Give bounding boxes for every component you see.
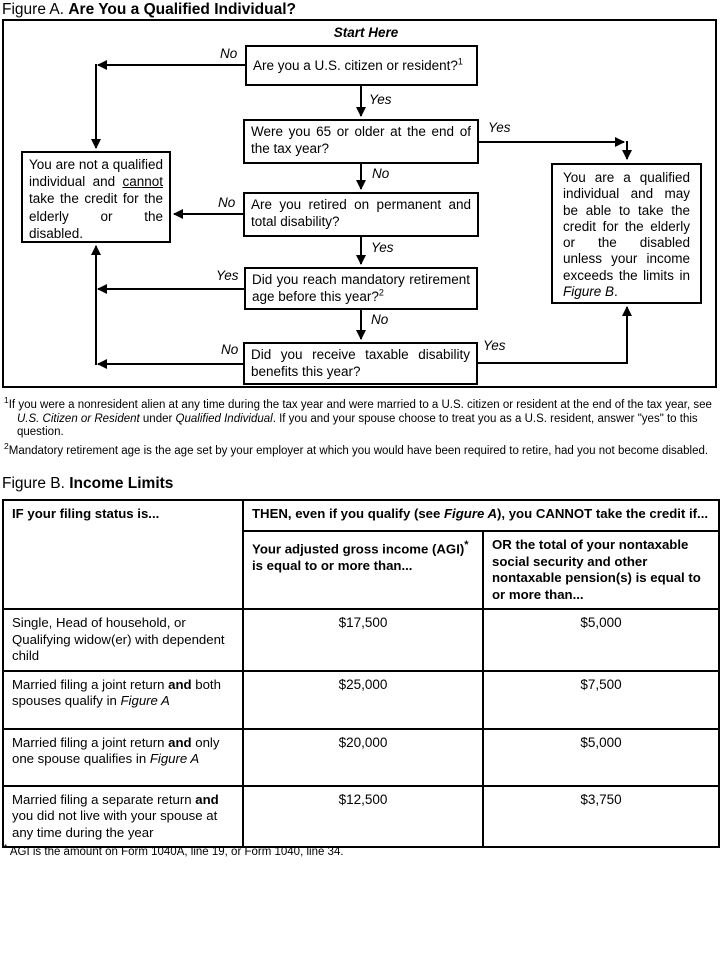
label-q1-no: No	[218, 46, 240, 61]
pension-amount: $3,750	[482, 784, 720, 848]
agi-asterisk: *	[464, 539, 469, 551]
cannot-underlined: cannot	[122, 174, 163, 190]
label-q3-yes: Yes	[369, 240, 396, 255]
figure-b-title-text: Income Limits	[69, 475, 174, 492]
row-label: Single, Head of household, or Qualifying…	[2, 608, 244, 672]
then-header: THEN, even if you qualify (see Figure A)…	[242, 499, 720, 532]
label-q2-no: No	[370, 166, 392, 181]
agi-amount: $17,500	[242, 608, 484, 672]
label-q5-yes: Yes	[481, 338, 508, 353]
table-row-single: Single, Head of household, or Qualifying…	[2, 608, 720, 672]
label-q1-yes: Yes	[367, 92, 394, 107]
figure-b-reference: Figure B	[563, 284, 615, 300]
label-q4-no: No	[369, 312, 391, 327]
pension-amount: $5,000	[482, 727, 720, 787]
filing-status-header: IF your filing status is...	[2, 499, 244, 610]
table-row-joint-both: Married filing a joint return and both s…	[2, 669, 720, 730]
figure-a-title-prefix: Figure A.	[2, 1, 65, 18]
row-label: Married filing a joint return and both s…	[2, 669, 244, 730]
flow-box-age65: Were you 65 or older at the end of the t…	[243, 119, 479, 164]
agi-header: Your adjusted gross income (AGI)* is equ…	[242, 530, 484, 610]
flow-box-not-qualified: You are not a qualified individual and c…	[21, 151, 171, 243]
flow-box-citizen: Are you a U.S. citizen or resident?1	[245, 45, 478, 86]
flow-box-mandatory-retirement: Did you reach mandatory retirement age b…	[244, 267, 478, 310]
table-header-row-2: Your adjusted gross income (AGI)* is equ…	[3, 530, 720, 610]
row-label: Married filing a joint return and only o…	[2, 727, 244, 787]
label-q4-yes: Yes	[214, 268, 241, 283]
agi-amount: $20,000	[242, 727, 484, 787]
label-q3-no: No	[216, 195, 238, 210]
footnote-1: 1If you were a nonresident alien at any …	[4, 395, 712, 439]
label-q5-no: No	[219, 342, 241, 357]
flowchart-connectors	[91, 60, 632, 369]
figure-a-footnotes: 1If you were a nonresident alien at any …	[4, 394, 716, 459]
table-row-joint-one: Married filing a joint return and only o…	[2, 727, 720, 787]
flow-box-retired-disability: Are you retired on permanent and total d…	[243, 192, 479, 237]
figure-b-title: Figure B. Income Limits	[2, 475, 173, 493]
table-header-row-1: IF your filing status is... THEN, even i…	[2, 499, 720, 610]
footnote-ref-1: 1	[457, 56, 463, 67]
agi-footnote: * AGI is the amount on Form 1040A, line …	[4, 842, 344, 858]
figure-a-title: Figure A. Are You a Qualified Individual…	[2, 1, 296, 19]
pension-header: OR the total of your nontaxable social s…	[482, 530, 720, 610]
footnote-ref-2: 2	[378, 287, 384, 298]
agi-amount: $12,500	[242, 784, 484, 848]
label-q2-yes: Yes	[486, 120, 513, 135]
start-here-label: Start Here	[333, 25, 399, 40]
flow-box-qualified: You are a qualified individual and may b…	[551, 163, 702, 304]
agi-amount: $25,000	[242, 669, 484, 730]
row-label: Married filing a separate return and you…	[2, 784, 244, 848]
figure-b-title-prefix: Figure B.	[2, 475, 65, 492]
flow-box-taxable-benefits: Did you receive taxable disability benef…	[243, 342, 478, 385]
table-row-separate: Married filing a separate return and you…	[2, 784, 720, 848]
pension-amount: $7,500	[482, 669, 720, 730]
pension-amount: $5,000	[482, 608, 720, 672]
flow-box-citizen-text: Are you a U.S. citizen or resident?1	[253, 56, 463, 73]
footnote-2: 2Mandatory retirement age is the age set…	[4, 441, 709, 458]
figure-a-title-text: Are You a Qualified Individual?	[68, 1, 296, 18]
income-limits-table: IF your filing status is... THEN, even i…	[2, 499, 720, 848]
